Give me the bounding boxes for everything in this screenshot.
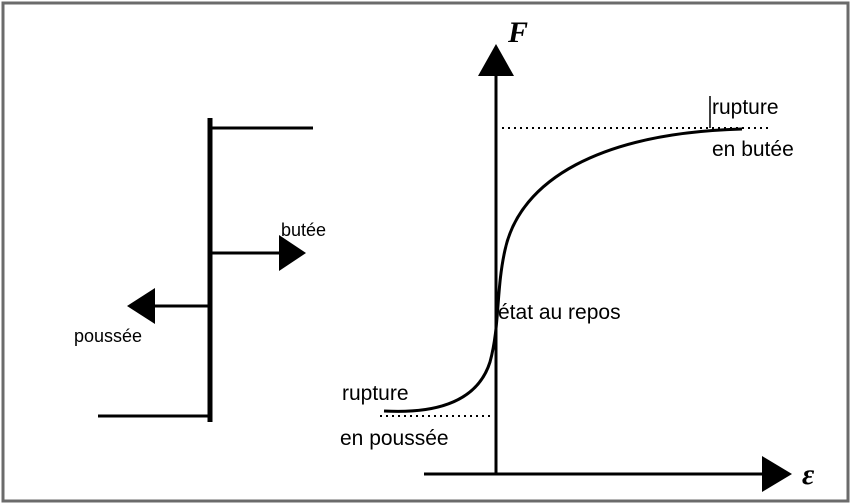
epsilon-axis-arrow-head bbox=[762, 456, 792, 492]
label-butee: butée bbox=[281, 220, 326, 240]
label-poussee: poussée bbox=[74, 326, 142, 346]
force-strain-curve bbox=[383, 127, 743, 413]
f-axis-symbol: F bbox=[507, 16, 528, 49]
butee-arrow-head bbox=[279, 235, 306, 271]
label-rupture-poussee-line1: rupture bbox=[342, 382, 409, 405]
epsilon-axis-symbol: ε bbox=[802, 458, 815, 491]
label-etat-au-repos: état au repos bbox=[498, 301, 621, 324]
label-rupture-butee-line2: en butée bbox=[712, 138, 794, 161]
retaining-wall-group: butée poussée bbox=[74, 118, 326, 422]
force-strain-graph: F ε rupture en butée état au repos ruptu… bbox=[340, 16, 815, 492]
label-rupture-butee-line1: rupture bbox=[712, 96, 779, 119]
label-rupture-poussee-line2: en poussée bbox=[340, 427, 449, 450]
poussee-arrow-head bbox=[127, 288, 155, 324]
f-axis-arrow-head bbox=[478, 44, 514, 76]
